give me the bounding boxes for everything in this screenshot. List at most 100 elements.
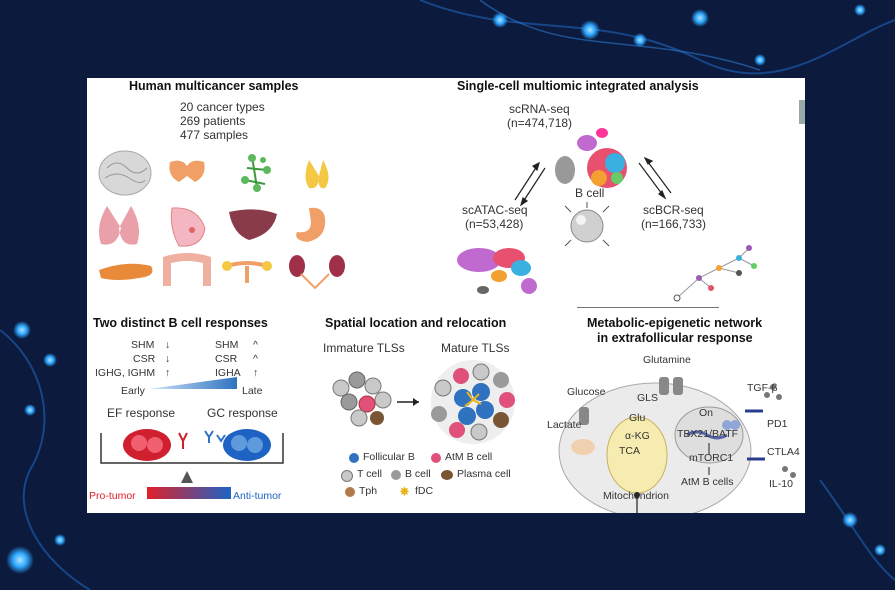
scatac-umap	[457, 248, 537, 294]
organ-grid	[98, 150, 345, 290]
brain-icon	[98, 150, 152, 196]
scatac-label: scATAC-seq	[462, 203, 528, 217]
right-shm-arrow: ^	[253, 339, 258, 351]
glutamine-label: Glutamine	[643, 354, 691, 366]
chromatin	[686, 430, 728, 440]
anti-tumor-label: Anti-tumor	[233, 490, 282, 502]
uterus-icon	[222, 261, 272, 283]
scbcr-label: scBCR-seq	[643, 203, 704, 217]
balance-scale	[100, 433, 284, 464]
outside-dots	[764, 384, 796, 478]
right-csr-arrow: ^	[253, 353, 258, 365]
glu-label: Glu	[629, 412, 646, 424]
pancreas-icon	[99, 263, 153, 280]
breast-icon	[170, 207, 206, 247]
legend-fdc: fDC	[415, 485, 434, 497]
scrna-n: (n=474,718)	[507, 116, 573, 130]
samples-title: Human multicancer samples	[129, 79, 299, 93]
bcell-icon	[564, 202, 610, 247]
right-csr: CSR	[215, 353, 238, 365]
ef-cell	[123, 429, 171, 461]
metabolic-graphics	[558, 377, 796, 513]
legend-atm: AtM B cell	[445, 451, 493, 463]
early-label: Early	[121, 385, 145, 397]
immature-tls	[332, 371, 392, 427]
mature-tls	[431, 360, 515, 444]
legend-dot-plasma	[441, 470, 453, 480]
lactate-label: Lactate	[547, 419, 582, 431]
legend-dot-follicular	[349, 453, 359, 463]
legend-dot-bcell	[391, 470, 401, 480]
figure-panel: Human multicancer samples 20 cancer type…	[87, 78, 805, 513]
pro-anti-bar	[147, 487, 231, 499]
scrna-label: scRNA-seq	[509, 102, 570, 116]
tls-graphics	[332, 360, 515, 444]
mitochondrion-label: Mitochondrion	[603, 490, 669, 502]
lungs-icon	[99, 206, 139, 245]
mature-label: Mature TLSs	[441, 341, 510, 355]
left-ighg-arrow: ↑	[165, 367, 171, 379]
on-label: On	[699, 407, 714, 419]
glucose-transporter	[579, 407, 589, 425]
tca-label: TCA	[619, 445, 640, 457]
exchange-arrows	[514, 156, 719, 308]
right-igha-arrow: ↑	[253, 367, 259, 379]
atac-bcr-graphics	[457, 245, 757, 302]
spatial-title: Spatial location and relocation	[325, 316, 507, 330]
left-csr: CSR	[133, 353, 156, 365]
glutamine-transporter	[659, 377, 669, 395]
scrollbar[interactable]	[799, 100, 805, 124]
pd1-label: PD1	[767, 418, 788, 430]
left-csr-arrow: ↓	[165, 353, 171, 365]
bcr-lineage-tree	[673, 245, 757, 302]
lymph-node-icon	[241, 154, 271, 192]
colon-icon	[163, 253, 211, 286]
ctla4-label: CTLA4	[767, 446, 800, 458]
responses-title: Two distinct B cell responses	[93, 316, 268, 330]
glucose-label: Glucose	[567, 386, 606, 398]
ef-antibody	[178, 432, 188, 449]
balance-fulcrum	[181, 471, 193, 483]
gc-antibodies	[204, 430, 226, 443]
thyroid-icon	[169, 160, 205, 182]
liver-icon	[229, 209, 277, 240]
pro-tumor-label: Pro-tumor	[89, 490, 136, 502]
stomach-icon	[296, 207, 326, 242]
gc-cell	[223, 429, 271, 461]
immature-label: Immature TLSs	[323, 341, 405, 355]
early-late-wedge	[149, 377, 237, 389]
legend-dot-tcell	[341, 470, 353, 482]
multiomic-title: Single-cell multiomic integrated analysi…	[457, 79, 699, 93]
fdc-icon: ✸	[399, 484, 410, 499]
stat-samples: 477 samples	[180, 128, 249, 142]
late-label: Late	[242, 385, 263, 397]
scatac-n: (n=53,428)	[465, 217, 524, 231]
right-shm: SHM	[215, 339, 239, 351]
bcell-label: B cell	[575, 186, 605, 200]
tbx-label: TBX21/BATF	[677, 428, 739, 440]
lung-small-icon	[305, 160, 329, 189]
stat-cancer-types: 20 cancer types	[180, 100, 265, 114]
gc-response-label: GC response	[207, 406, 278, 420]
lactate-dot	[571, 439, 595, 455]
atm-cells-label: AtM B cells	[681, 476, 734, 488]
tgf-label: TGF-β	[747, 382, 778, 394]
legend-tcell: T cell	[357, 468, 382, 480]
metabolic-title-2: in extrafollicular response	[597, 331, 753, 345]
gls-label: GLS	[637, 392, 659, 404]
right-igha: IGHA	[215, 367, 241, 379]
legend-bcell: B cell	[405, 468, 431, 480]
legend-tph: Tph	[359, 485, 378, 497]
left-shm-arrow: ↓	[165, 339, 171, 351]
legend-plasma: Plasma cell	[457, 468, 511, 480]
response-graphics	[100, 377, 284, 499]
il10-label: IL-10	[769, 478, 793, 490]
left-shm: SHM	[131, 339, 155, 351]
stat-patients: 269 patients	[180, 114, 246, 128]
metabolic-title: Metabolic-epigenetic network	[587, 316, 763, 330]
legend-dot-atm	[431, 453, 441, 463]
legend-dot-tph	[345, 487, 355, 497]
kidney-icon	[289, 255, 345, 290]
scbcr-n: (n=166,733)	[641, 217, 707, 231]
